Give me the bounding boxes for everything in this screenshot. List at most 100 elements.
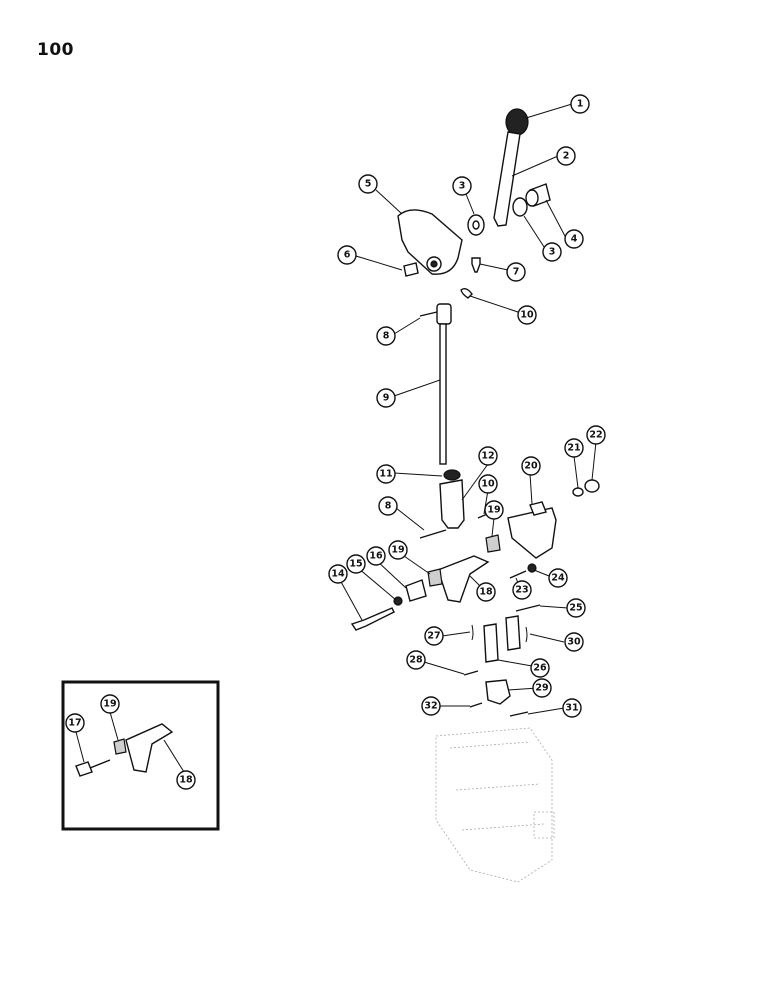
- inset-bushing: [113, 738, 127, 755]
- callout-3b: 3: [542, 242, 562, 262]
- shift-knob: [505, 108, 529, 136]
- callout-14: 14: [328, 564, 348, 584]
- callout-24: 24: [548, 568, 568, 588]
- callout-31: 31: [562, 698, 582, 718]
- svg-text:20: 20: [524, 461, 538, 472]
- callout-30: 30: [564, 632, 584, 652]
- rod-clevis: [436, 303, 452, 325]
- washer-15: [393, 596, 403, 606]
- shift-rod: [439, 323, 447, 465]
- svg-text:4: 4: [571, 234, 578, 245]
- svg-text:27: 27: [427, 631, 440, 642]
- svg-text:9: 9: [383, 393, 390, 404]
- callout-1: 1: [570, 94, 590, 114]
- svg-text:23: 23: [515, 585, 528, 596]
- svg-text:8: 8: [385, 501, 392, 512]
- callout-2: 2: [556, 146, 576, 166]
- pin-28: [463, 670, 479, 676]
- svg-text:3: 3: [459, 181, 466, 192]
- svg-text:8: 8: [383, 331, 390, 342]
- inset-bolt-head: [75, 761, 93, 777]
- svg-text:14: 14: [331, 569, 345, 580]
- svg-text:17: 17: [68, 718, 81, 729]
- bolt-14: [350, 607, 395, 631]
- callout-27: 27: [424, 626, 444, 646]
- callout-26: 26: [530, 658, 550, 678]
- callout-20: 20: [521, 456, 541, 476]
- svg-text:19: 19: [103, 699, 116, 710]
- svg-text:1: 1: [577, 99, 584, 110]
- lower-clevis: [439, 479, 465, 529]
- jam-nut: [443, 469, 461, 481]
- transmission-housing-outline: [435, 727, 555, 883]
- callout-19c: 19: [484, 500, 504, 520]
- callout-12: 12: [478, 446, 498, 466]
- clevis-pin-top: [419, 311, 438, 317]
- svg-text:3: 3: [549, 247, 556, 258]
- callout-8a: 8: [376, 326, 396, 346]
- bushing-19-upper: [485, 534, 501, 553]
- svg-text:12: 12: [481, 451, 494, 462]
- callout-8b: 8: [378, 496, 398, 516]
- spacer-16: [405, 579, 427, 602]
- inset-bolt-shank: [89, 759, 111, 769]
- svg-text:24: 24: [551, 573, 565, 584]
- bushing-19-lower: [427, 568, 443, 587]
- callout-18b: 18: [176, 770, 196, 790]
- link-right: [505, 615, 521, 651]
- callout-3a: 3: [452, 176, 472, 196]
- svg-text:31: 31: [565, 703, 578, 714]
- svg-text:19: 19: [487, 505, 500, 516]
- bolt-25: [515, 604, 541, 612]
- svg-text:7: 7: [513, 267, 520, 278]
- svg-text:22: 22: [589, 430, 602, 441]
- callout-10b: 10: [478, 474, 498, 494]
- bolt-31: [509, 711, 529, 717]
- callout-17: 17: [65, 713, 85, 733]
- hex-nut: [584, 479, 600, 493]
- svg-text:11: 11: [379, 469, 392, 480]
- callout-9: 9: [376, 388, 396, 408]
- callout-4: 4: [564, 229, 584, 249]
- svg-text:18: 18: [479, 587, 493, 598]
- page-number: 100: [37, 40, 74, 60]
- svg-text:28: 28: [409, 655, 423, 666]
- inset-lever: [125, 723, 174, 773]
- pin-32: [469, 702, 483, 708]
- callout-10a: 10: [517, 305, 537, 325]
- svg-text:21: 21: [567, 443, 580, 454]
- svg-text:10: 10: [481, 479, 495, 490]
- bolt-23: [509, 570, 527, 579]
- arm-29: [485, 679, 511, 705]
- svg-text:5: 5: [365, 179, 372, 190]
- callout-6: 6: [337, 245, 357, 265]
- svg-text:26: 26: [533, 663, 547, 674]
- svg-text:10: 10: [520, 310, 534, 321]
- spacer: [403, 262, 419, 277]
- mounting-bracket: [507, 507, 557, 559]
- svg-text:15: 15: [349, 559, 362, 570]
- washer-right: [512, 197, 528, 217]
- parts-drawing: [350, 108, 600, 883]
- svg-text:25: 25: [569, 603, 582, 614]
- callout-21: 21: [564, 438, 584, 458]
- cotter-27: [471, 624, 474, 641]
- link-left: [483, 623, 499, 663]
- leader-lines: [75, 103, 597, 773]
- bellcrank-lever: [437, 555, 490, 603]
- callout-5: 5: [358, 174, 378, 194]
- callout-15: 15: [346, 554, 366, 574]
- clevis-pin-lower: [419, 529, 447, 539]
- callout-22: 22: [586, 425, 606, 445]
- shift-plate: [397, 209, 463, 275]
- svg-text:16: 16: [369, 551, 383, 562]
- callout-19b: 19: [388, 540, 408, 560]
- svg-text:2: 2: [563, 151, 570, 162]
- callout-18a: 18: [476, 582, 496, 602]
- detail-inset: [61, 680, 220, 831]
- svg-text:32: 32: [424, 701, 437, 712]
- callout-7: 7: [506, 262, 526, 282]
- callout-16: 16: [366, 546, 386, 566]
- lock-washer: [572, 487, 584, 497]
